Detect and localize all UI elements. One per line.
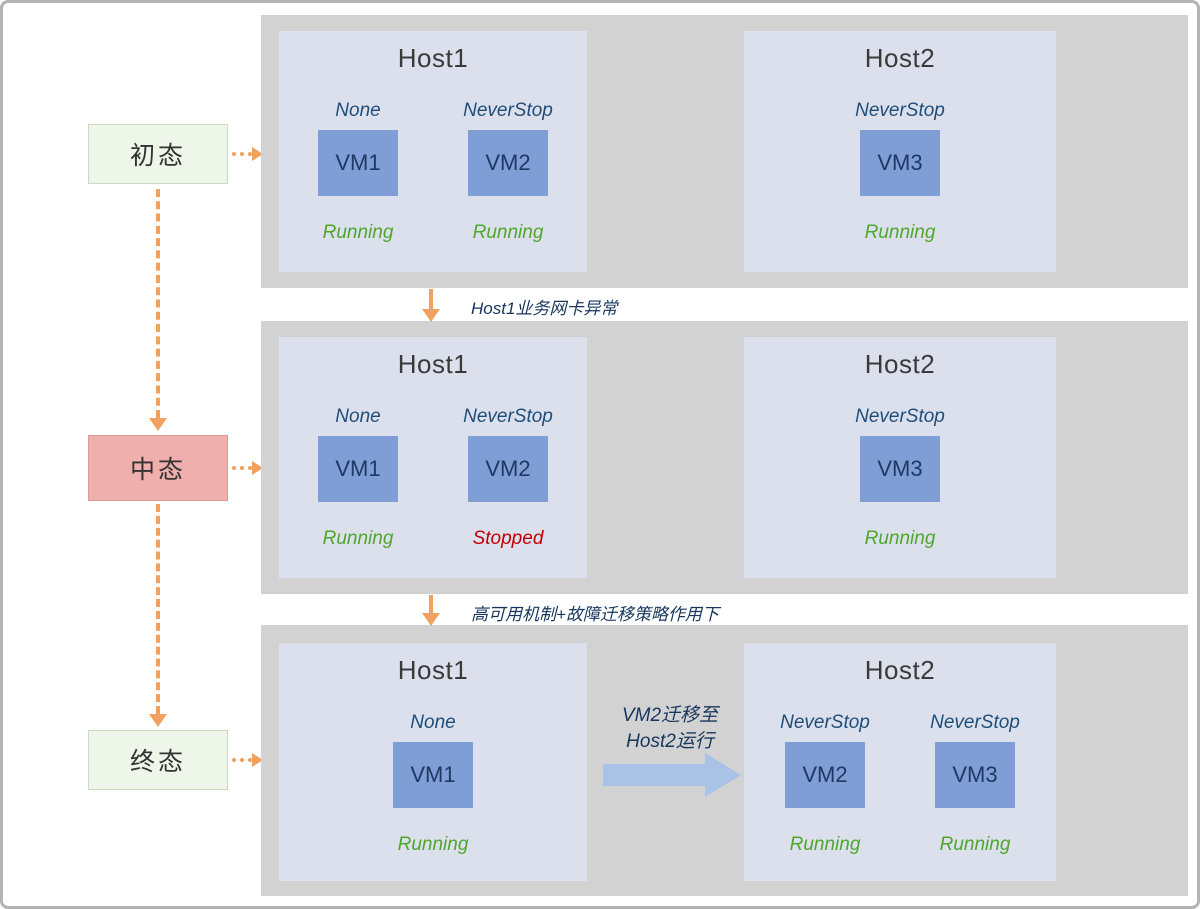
dotted-arrowhead-initial	[252, 147, 263, 161]
vm-row: None VM1 Running	[370, 712, 496, 856]
dotted-arrow-middle	[232, 466, 252, 470]
vm-status-label: Running	[322, 528, 394, 549]
vm-group-vm2: NeverStop VM2 Running	[762, 712, 888, 856]
state-label-final: 终态	[129, 748, 186, 776]
vm-group-vm1: None VM1 Running	[370, 712, 496, 856]
state-connector-arrowhead-1	[149, 418, 167, 431]
host-box-row2-host1: Host1 None VM1 Running NeverStop VM2 Sto…	[279, 337, 587, 578]
vm-policy-label: None	[335, 406, 381, 427]
state-connector-arrowhead-2	[149, 714, 167, 727]
vm-status-label: Running	[322, 222, 394, 243]
vm-row: None VM1 Running NeverStop VM2 Stopped	[295, 406, 571, 550]
vm-policy-label: NeverStop	[463, 406, 553, 427]
vm-status-label: Running	[939, 834, 1011, 855]
vm-row: NeverStop VM2 Running NeverStop VM3 Runn…	[762, 712, 1038, 856]
vm-name: VM1	[335, 150, 381, 175]
host-box-row1-host1: Host1 None VM1 Running NeverStop VM2 Run…	[279, 31, 587, 272]
vm-policy-label: NeverStop	[780, 712, 870, 733]
transition-label-2: 高可用机制+故障迁移策略作用下	[471, 605, 719, 624]
transition-label-1: Host1业务网卡异常	[471, 299, 618, 318]
vm-group-vm2: NeverStop VM2 Stopped	[445, 406, 571, 550]
vm-status-label: Running	[789, 834, 861, 855]
vm-box: VM2	[468, 130, 548, 196]
migration-label-line2: Host2运行	[626, 730, 714, 752]
vm-box: VM2	[785, 742, 865, 808]
transition-arrow-2-head	[422, 613, 440, 626]
migration-label: VM2迁移至 Host2运行	[595, 703, 745, 754]
vm-name: VM1	[335, 456, 381, 481]
vm-policy-label: NeverStop	[855, 100, 945, 121]
migration-arrow-head	[705, 753, 741, 797]
vm-group-vm3: NeverStop VM3 Running	[837, 100, 963, 244]
vm-group-vm3: NeverStop VM3 Running	[912, 712, 1038, 856]
state-box-final: 终态	[88, 730, 228, 790]
vm-box: VM1	[318, 130, 398, 196]
vm-name: VM2	[802, 762, 848, 787]
vm-box: VM3	[860, 436, 940, 502]
vm-box: VM3	[935, 742, 1015, 808]
vm-name: VM3	[877, 150, 923, 175]
vm-policy-label: NeverStop	[463, 100, 553, 121]
host-title: Host1	[397, 43, 469, 73]
vm-box: VM1	[318, 436, 398, 502]
vm-group-vm1: None VM1 Running	[295, 406, 421, 550]
dotted-arrowhead-middle	[252, 461, 263, 475]
vm-box: VM1	[393, 742, 473, 808]
vm-row: NeverStop VM3 Running	[837, 100, 963, 244]
migration-arrow-body	[603, 764, 705, 786]
vm-status-label: Running	[864, 528, 936, 549]
vm-policy-label: NeverStop	[930, 712, 1020, 733]
vm-row: NeverStop VM3 Running	[837, 406, 963, 550]
host-title: Host1	[397, 655, 469, 685]
host-title: Host2	[864, 655, 936, 685]
vm-row: None VM1 Running NeverStop VM2 Running	[295, 100, 571, 244]
state-label-middle: 中态	[129, 456, 186, 484]
vm-group-vm1: None VM1 Running	[295, 100, 421, 244]
state-connector-line-2	[156, 504, 160, 714]
state-box-initial: 初态	[88, 124, 228, 184]
vm-policy-label: None	[410, 712, 456, 733]
vm-status-label: Running	[864, 222, 936, 243]
vm-status-label: Running	[397, 834, 469, 855]
state-label-initial: 初态	[129, 142, 186, 170]
vm-group-vm3: NeverStop VM3 Running	[837, 406, 963, 550]
host-title: Host2	[864, 349, 936, 379]
transition-arrow-1-head	[422, 309, 440, 322]
vm-policy-label: NeverStop	[855, 406, 945, 427]
dotted-arrowhead-final	[252, 753, 263, 767]
vm-group-vm2: NeverStop VM2 Running	[445, 100, 571, 244]
host-box-row1-host2: Host2 NeverStop VM3 Running	[744, 31, 1056, 272]
host-box-row3-host2: Host2 NeverStop VM2 Running NeverStop VM…	[744, 643, 1056, 881]
dotted-arrow-initial	[232, 152, 252, 156]
vm-name: VM1	[410, 762, 456, 787]
migration-label-line1: VM2迁移至	[621, 705, 719, 726]
host-box-row3-host1: Host1 None VM1 Running	[279, 643, 587, 881]
state-box-middle: 中态	[88, 435, 228, 501]
host-title: Host2	[864, 43, 936, 73]
vm-status-label: Stopped	[472, 528, 544, 549]
vm-name: VM2	[485, 150, 531, 175]
vm-status-label: Running	[472, 222, 544, 243]
host-title: Host1	[397, 349, 469, 379]
vm-name: VM2	[485, 456, 531, 481]
vm-policy-label: None	[335, 100, 381, 121]
vm-box: VM3	[860, 130, 940, 196]
vm-box: VM2	[468, 436, 548, 502]
dotted-arrow-final	[232, 758, 252, 762]
vm-name: VM3	[952, 762, 998, 787]
transition-arrow-1-line	[429, 289, 433, 310]
vm-name: VM3	[877, 456, 923, 481]
state-connector-line-1	[156, 189, 160, 418]
host-box-row2-host2: Host2 NeverStop VM3 Running	[744, 337, 1056, 578]
transition-arrow-2-line	[429, 595, 433, 614]
